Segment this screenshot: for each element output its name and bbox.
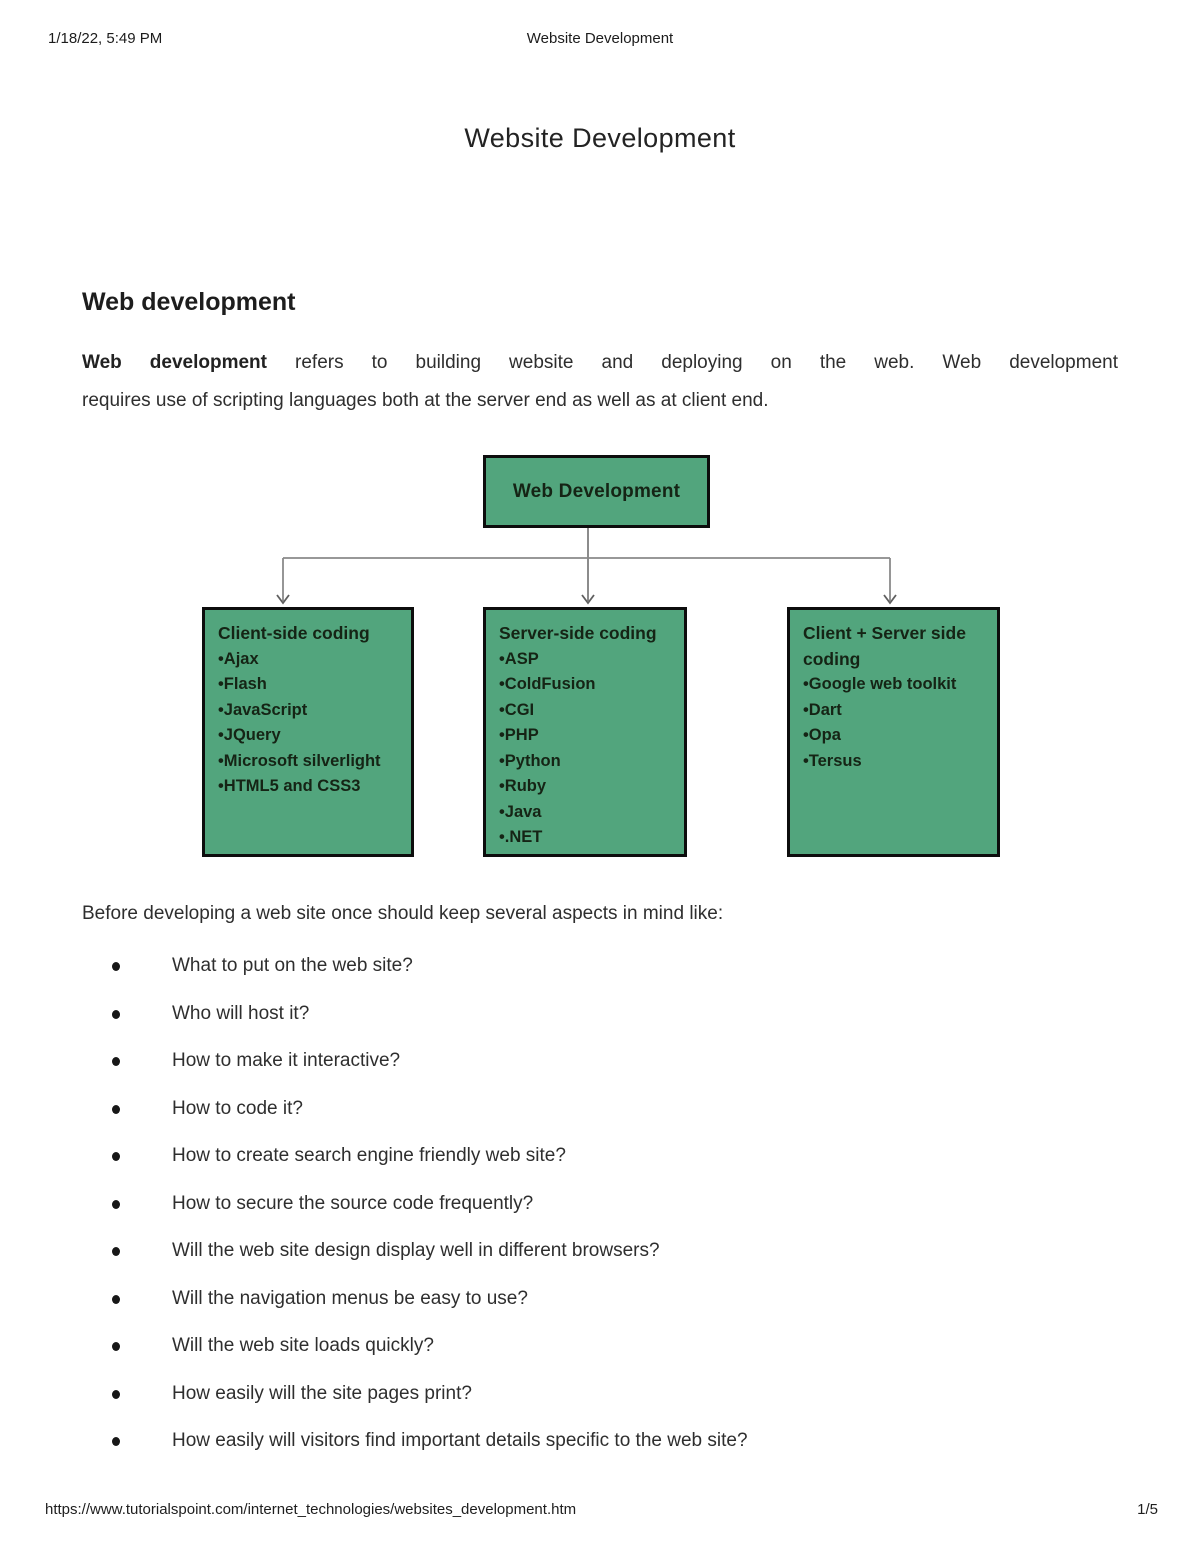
diagram-box-item: •HTML5 and CSS3 — [218, 777, 361, 795]
list-item: How easily will visitors find important … — [82, 1430, 1122, 1451]
bullet-dot — [112, 1342, 120, 1351]
list-item: How to code it? — [82, 1098, 1122, 1119]
section-heading: Web development — [82, 288, 296, 316]
bullet-dot — [112, 1437, 120, 1446]
diagram-box-item: •Opa — [803, 726, 841, 744]
list-item-text: Will the web site loads quickly? — [172, 1335, 434, 1356]
diagram-box-title: Client-side coding — [218, 623, 370, 643]
list-item-text: How to make it interactive? — [172, 1050, 401, 1071]
diagram-box-item: •PHP — [499, 726, 539, 744]
bullet-dot — [112, 1152, 120, 1161]
intro-paragraph: Web development refers to building websi… — [82, 344, 1118, 420]
page-title: Website Development — [464, 123, 736, 153]
bullet-dot — [112, 1389, 120, 1399]
list-item-text: How to code it? — [172, 1097, 303, 1119]
diagram-box-item: •Flash — [218, 675, 267, 693]
diagram-box-title: Server-side coding — [499, 623, 657, 643]
bullet-dot — [112, 962, 120, 971]
header-datetime: 1/18/22, 5:49 PM — [48, 30, 163, 47]
diagram-box-item: •CGI — [499, 700, 535, 719]
diagram-box-item: •Java — [499, 802, 542, 821]
diagram-box-item: •ColdFusion — [499, 675, 596, 693]
list-item-text: How to create search engine friendly web… — [172, 1145, 566, 1166]
list-item-text: How easily will visitors find important … — [172, 1430, 748, 1451]
diagram-box-item: •ASP — [499, 649, 539, 668]
header-doc-title: Website Development — [526, 30, 674, 47]
list-item: Will the web site design display well in… — [82, 1240, 1122, 1261]
diagram-box-item: •JavaScript — [218, 700, 308, 719]
diagram-box-server-side: Server-side coding •ASP •ColdFusion •CGI… — [483, 607, 687, 857]
list-item-text: Will the navigation menus be easy to use… — [172, 1287, 528, 1309]
diagram-box-item: •Ajax — [218, 649, 259, 668]
diagram-box-item: •Tersus — [803, 751, 862, 770]
list-item: How to make it interactive? — [82, 1050, 1122, 1071]
diagram-box-item: •Python — [499, 751, 561, 770]
diagram-root-label: Web Development — [512, 480, 681, 502]
bullet-dot — [112, 1104, 120, 1114]
diagram-box-item: •.NET — [499, 828, 543, 846]
list-item: Who will host it? — [82, 1003, 1122, 1024]
list-item: How to create search engine friendly web… — [82, 1145, 1122, 1166]
intro-line-1: Web development refers to building websi… — [82, 344, 1118, 382]
diagram-box-item: •Dart — [803, 700, 842, 719]
diagram-box-item: •Ruby — [499, 777, 547, 795]
bullet-dot — [112, 1057, 120, 1066]
list-item-text: How easily will the site pages print? — [172, 1382, 472, 1404]
diagram-root-box: Web Development — [483, 455, 710, 528]
intro-bold-lead: Web development — [82, 352, 267, 373]
list-item: Will the navigation menus be easy to use… — [82, 1288, 1122, 1309]
web-development-diagram: Web Development Client-side coding •Ajax… — [0, 450, 1200, 870]
list-item: How easily will the site pages print? — [82, 1383, 1122, 1404]
aspects-intro-text: Before developing a web site once should… — [82, 903, 724, 924]
bullet-dot — [112, 1199, 120, 1209]
list-item-text: Will the web site design display well in… — [172, 1240, 660, 1261]
aspects-list: What to put on the web site? Who will ho… — [82, 955, 1122, 1478]
bullet-dot — [112, 1294, 120, 1304]
diagram-box-client-server-side: Client + Server side coding •Google web … — [787, 607, 1000, 857]
list-item-text: What to put on the web site? — [172, 955, 413, 976]
footer-page-indicator: 1/5 — [1137, 1501, 1158, 1518]
list-item-text: Who will host it? — [172, 1002, 310, 1024]
intro-line-2: requires use of scripting languages both… — [82, 390, 769, 411]
list-item: What to put on the web site? — [82, 955, 1122, 976]
diagram-connector-lines — [276, 528, 897, 605]
list-item: Will the web site loads quickly? — [82, 1335, 1122, 1356]
diagram-box-title: Client + Server side coding — [803, 623, 966, 669]
diagram-box-item: •Google web toolkit — [803, 675, 957, 693]
footer-url: https://www.tutorialspoint.com/internet_… — [45, 1501, 577, 1518]
list-item: How to secure the source code frequently… — [82, 1193, 1122, 1214]
bullet-dot — [112, 1247, 120, 1256]
intro-line-1-rest: refers to building website and deploying… — [267, 352, 1118, 373]
list-item-text: How to secure the source code frequently… — [172, 1192, 534, 1214]
diagram-box-item: •JQuery — [218, 726, 281, 744]
diagram-box-item: •Microsoft silverlight — [218, 751, 381, 770]
diagram-box-client-side: Client-side coding •Ajax •Flash •JavaScr… — [202, 607, 414, 857]
bullet-dot — [112, 1009, 120, 1019]
